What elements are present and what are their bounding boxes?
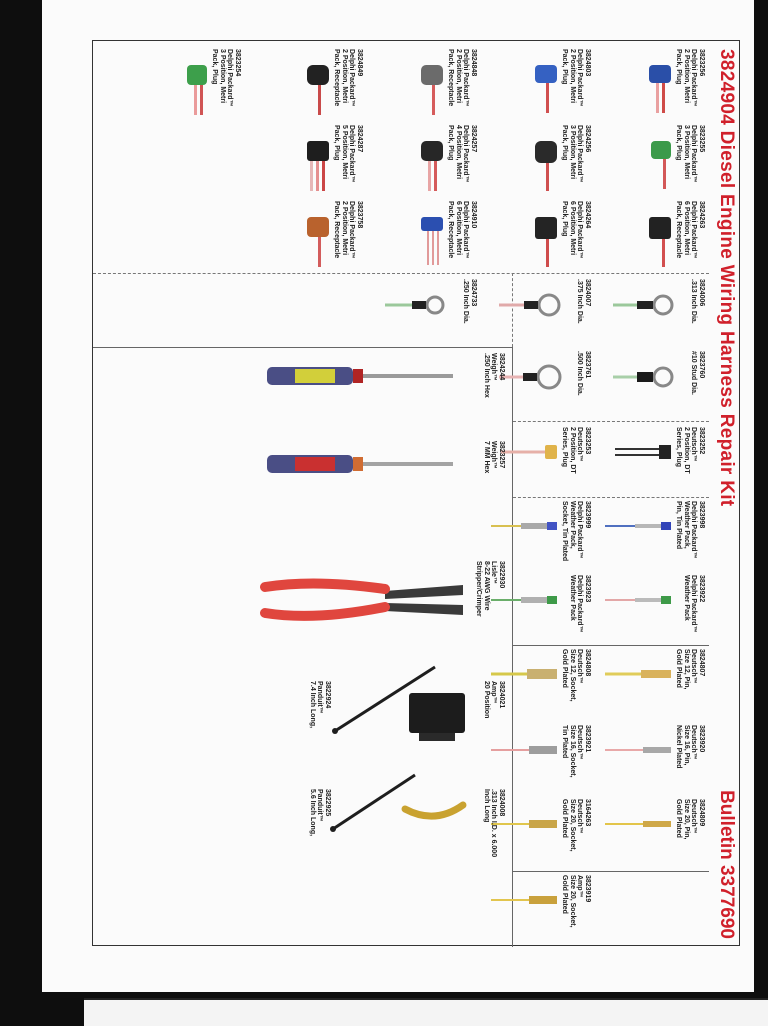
connector-3pos-plug-image: [535, 141, 557, 191]
ring-terminal-image: [613, 294, 674, 316]
deutsch-pin-image: [605, 747, 671, 753]
amp-socket-image: [491, 896, 557, 904]
hex-driver-image: [267, 367, 453, 385]
deutsch-pin-image: [605, 670, 671, 678]
connector-2pos-receptacle-image: [421, 65, 443, 115]
divider-connectors-rings: [93, 273, 709, 274]
connector-4pos-plug-image: [421, 141, 443, 191]
heat-shrink-tube-image: [401, 801, 467, 820]
ring-terminal-image: [613, 366, 674, 388]
deutsch-socket-image: [491, 746, 557, 754]
wire-tie-image: [332, 665, 436, 734]
weather-pack-socket-image: [491, 522, 557, 530]
repair-kit-sheet: 3824904 Diesel Engine Wiring Harness Rep…: [92, 40, 741, 947]
weather-pack-terminal-image: [605, 596, 671, 604]
connector-2pos-receptacle-image: [307, 217, 329, 267]
divider-tools-left: [93, 347, 513, 348]
connector-2pos-plug-image: [649, 65, 671, 113]
ring-terminal-image: [499, 364, 562, 390]
dt-plug-image: [501, 445, 557, 459]
connector-6pos-receptacle-image: [649, 217, 671, 267]
connector-6pos-receptacle-image: [421, 217, 443, 265]
connector-2pos-plug-image: [535, 65, 557, 113]
rotated-content: 3824904 Diesel Engine Wiring Harness Rep…: [93, 41, 741, 947]
wire-tie-image: [330, 773, 416, 832]
ring-terminal-image: [385, 295, 445, 315]
dt-plug-image: [615, 445, 671, 459]
weather-pack-pin-image: [605, 522, 671, 530]
hex-driver-image: [267, 455, 453, 473]
kit-title: 3824904 Diesel Engine Wiring Harness Rep…: [716, 49, 737, 507]
next-page-edge: [84, 998, 768, 1026]
catalog-page: [42, 0, 754, 992]
deutsch-socket-image: [491, 820, 557, 828]
deutsch-socket-image: [491, 669, 557, 679]
weather-pack-terminal-image: [491, 596, 557, 604]
divider-rings-dt: [513, 421, 709, 422]
connector-2pos-receptacle-image: [307, 65, 329, 115]
amp-connector-block-image: [409, 693, 465, 741]
connector-3pos-plug-image: [651, 141, 671, 189]
bulletin-number: Bulletin 3377690: [716, 790, 737, 939]
connector-5pos-plug-image: [307, 141, 329, 191]
divider-wp-deutsch: [513, 645, 709, 646]
connector-6pos-plug-image: [535, 217, 557, 267]
connector-3pos-plug-image: [187, 65, 207, 115]
ring-terminal-image: [499, 293, 561, 317]
deutsch-pin-image: [605, 821, 671, 827]
wire-stripper-crimper-image: [260, 578, 463, 621]
